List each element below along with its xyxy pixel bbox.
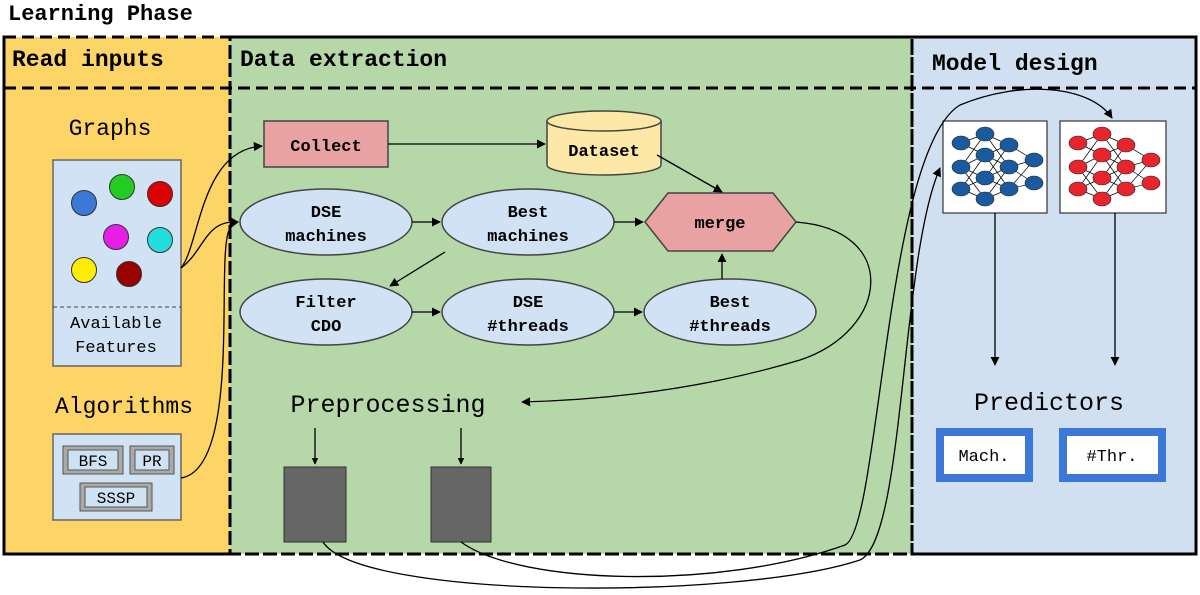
predictor-machines: [944, 436, 1025, 474]
algorithm-bfs: BFS: [62, 445, 124, 475]
network-neuron: [1141, 175, 1161, 191]
network-neuron: [1024, 175, 1044, 191]
algorithms-label: Algorithms: [55, 394, 193, 420]
network-neuron: [1092, 191, 1112, 207]
dse-threads-label-1: DSE: [513, 294, 544, 313]
model-design-header: Model design: [932, 51, 1098, 77]
network-neuron: [975, 147, 995, 163]
best-machines-label-2: machines: [487, 228, 569, 247]
dse-threads-label-2: #threads: [487, 318, 569, 337]
best-threads-label-2: #threads: [689, 318, 771, 337]
features-label-line2: Features: [75, 339, 157, 358]
edge-algorithms-to-dse-machines: [180, 219, 239, 479]
network-neuron: [999, 181, 1019, 197]
predictor-threads-label: #Thr.: [1086, 448, 1137, 467]
network-neuron: [951, 181, 971, 197]
graphs-label: Graphs: [69, 116, 152, 142]
network-neuron: [1092, 170, 1112, 186]
predictors-label: Predictors: [974, 389, 1124, 418]
predictor-threads: [1067, 436, 1158, 474]
graph-node: [103, 224, 129, 250]
features-label-line1: Available: [70, 315, 162, 334]
algorithm-sssp: SSSP: [79, 482, 153, 512]
threads-neural-network: [1068, 126, 1161, 207]
edge-graphs-to-dse-machines: [180, 216, 239, 269]
read-inputs-header: Read inputs: [12, 47, 164, 73]
network-neuron: [975, 191, 995, 207]
dataset-node: Dataset: [546, 110, 662, 176]
edge-graphs-to-collect: [180, 141, 263, 269]
network-neuron: [1092, 147, 1112, 163]
algorithm-pr-label: PR: [142, 453, 162, 471]
network-neuron: [999, 159, 1019, 175]
preprocessed-data-block-2: [430, 466, 492, 543]
network-neuron: [1116, 159, 1136, 175]
edge-blocks-to-machines-network: [322, 167, 941, 589]
network-neuron: [975, 126, 995, 142]
network-neuron: [1068, 181, 1088, 197]
network-neuron: [1092, 126, 1112, 142]
predictor-machines-label: Mach.: [958, 448, 1009, 467]
merge-label: merge: [694, 215, 745, 234]
network-neuron: [1024, 152, 1044, 168]
dse-machines-label-2: machines: [285, 228, 367, 247]
network-neuron: [951, 135, 971, 151]
edges: [180, 88, 1120, 589]
best-threads-label-1: Best: [710, 294, 751, 313]
edge-merge-to-preprocessing: [521, 221, 872, 407]
dse-machines-label-1: DSE: [311, 204, 342, 223]
network-neuron: [1141, 152, 1161, 168]
collect-label: Collect: [290, 138, 361, 157]
network-neuron: [1116, 181, 1136, 197]
preprocessing-label: Preprocessing: [290, 391, 485, 420]
best-machines-label-1: Best: [508, 204, 549, 223]
algorithm-pr: PR: [129, 445, 175, 475]
filter-cdo-label-1: Filter: [295, 294, 356, 313]
preprocessed-data-block-1: [283, 466, 347, 543]
machines-neural-network: [951, 126, 1044, 207]
graph-node: [109, 174, 135, 200]
network-neuron: [1116, 137, 1136, 153]
network-neuron: [951, 159, 971, 175]
graph-nodes: [71, 174, 173, 287]
algorithm-sssp-label: SSSP: [97, 490, 135, 508]
graph-node: [71, 257, 97, 283]
dataset-label: Dataset: [568, 143, 639, 162]
graph-node: [147, 227, 173, 253]
edge-blocks-to-threads-network: [460, 88, 1113, 578]
edge-best-machines-to-filter-cdo: [389, 251, 446, 287]
network-neuron: [1068, 135, 1088, 151]
network-neuron: [975, 170, 995, 186]
graph-node: [147, 181, 173, 207]
algorithm-bfs-label: BFS: [79, 453, 108, 471]
graph-node: [71, 190, 97, 216]
edge-dataset-to-merge: [656, 154, 723, 193]
read-inputs-frame: [2, 35, 232, 556]
diagram-title: Learning Phase: [8, 2, 193, 27]
data-extraction-header: Data extraction: [240, 47, 447, 73]
filter-cdo-label-2: CDO: [311, 318, 342, 337]
network-neuron: [1068, 159, 1088, 175]
model-design-frame: [910, 35, 1198, 556]
network-neuron: [999, 137, 1019, 153]
best-threads-node: [643, 278, 817, 346]
graph-node: [116, 261, 142, 287]
